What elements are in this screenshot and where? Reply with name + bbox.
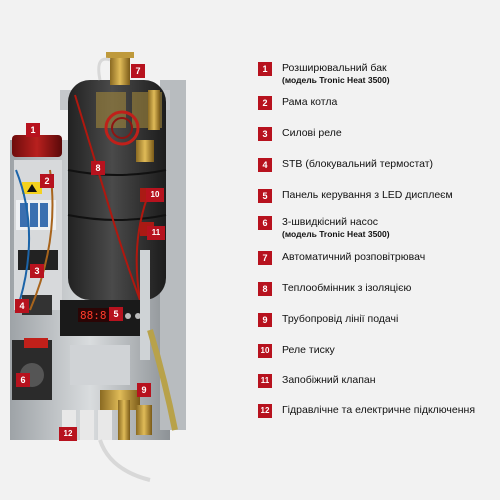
legend-label: Силові реле bbox=[282, 127, 342, 139]
legend-number: 4 bbox=[258, 158, 272, 172]
legend-label: Реле тиску bbox=[282, 344, 335, 356]
legend-label: Гідравлічне та електричне підключення bbox=[282, 404, 476, 416]
legend-item-8: 8 Теплообмінник з ізоляцією bbox=[258, 282, 411, 296]
callout-11: 11 bbox=[147, 226, 165, 240]
legend-label: Запобіжний клапан bbox=[282, 374, 376, 386]
legend-item-1: 1 Розширювальний бак(модель Tronic Heat … bbox=[258, 62, 390, 86]
legend-item-2: 2 Рама котла bbox=[258, 96, 337, 110]
legend-number: 2 bbox=[258, 96, 272, 110]
legend-item-12: 12 Гідравлічне та електричне підключення bbox=[258, 404, 475, 418]
callout-3: 3 bbox=[30, 264, 44, 278]
callout-10: 10 bbox=[146, 188, 164, 202]
legend-sublabel: (модель Tronic Heat 3500) bbox=[282, 75, 390, 85]
callout-6: 6 bbox=[16, 373, 30, 387]
legend-label: STB (блокувальний термостат) bbox=[282, 158, 434, 170]
legend-sublabel: (модель Tronic Heat 3500) bbox=[282, 229, 390, 239]
legend-item-10: 10 Реле тиску bbox=[258, 344, 335, 358]
callout-9: 9 bbox=[137, 383, 151, 397]
legend-number: 11 bbox=[258, 374, 272, 388]
callout-2: 2 bbox=[40, 174, 54, 188]
legend-label: Автоматичний розповітрювач bbox=[282, 251, 426, 263]
legend-label: Розширювальний бак bbox=[282, 62, 387, 74]
supply-line bbox=[140, 250, 150, 360]
boiler-drawing: 88:8 bbox=[10, 52, 186, 482]
boiler-illustration: 88:8 1 2 3 4 5 6 7 8 9 10 11 12 bbox=[10, 52, 186, 482]
legend-number: 10 bbox=[258, 344, 272, 358]
legend-label: Рама котла bbox=[282, 96, 338, 108]
legend-item-7: 7 Автоматичний розповітрювач bbox=[258, 251, 425, 265]
callout-5: 5 bbox=[109, 307, 123, 321]
callout-4: 4 bbox=[15, 299, 29, 313]
legend-number: 5 bbox=[258, 189, 272, 203]
air-vent bbox=[110, 55, 130, 85]
stb-thermostat bbox=[22, 295, 52, 315]
legend-item-9: 9 Трубопровід лінії подачі bbox=[258, 313, 398, 327]
legend-number: 3 bbox=[258, 127, 272, 141]
legend-item-3: 3 Силові реле bbox=[258, 127, 342, 141]
callout-12: 12 bbox=[59, 427, 77, 441]
legend-number: 8 bbox=[258, 282, 272, 296]
expansion-tank bbox=[12, 135, 62, 157]
led-readout: 88:8 bbox=[80, 309, 107, 322]
callout-7: 7 bbox=[131, 64, 145, 78]
legend-item-11: 11 Запобіжний клапан bbox=[258, 374, 376, 388]
callout-1: 1 bbox=[26, 123, 40, 137]
legend-item-6: 6 3-швидкісний насос(модель Tronic Heat … bbox=[258, 216, 390, 240]
callout-8: 8 bbox=[91, 161, 105, 175]
legend-number: 9 bbox=[258, 313, 272, 327]
legend-number: 7 bbox=[258, 251, 272, 265]
legend-item-5: 5 Панель керування з LED дисплеєм bbox=[258, 189, 453, 203]
legend-label: Панель керування з LED дисплеєм bbox=[282, 189, 453, 201]
legend-number: 1 bbox=[258, 62, 272, 76]
legend-item-4: 4 STB (блокувальний термостат) bbox=[258, 158, 433, 172]
legend-label: Теплообмінник з ізоляцією bbox=[282, 282, 412, 294]
legend-label: 3-швидкісний насос bbox=[282, 216, 379, 228]
legend-number: 6 bbox=[258, 216, 272, 230]
legend-number: 12 bbox=[258, 404, 272, 418]
legend-label: Трубопровід лінії подачі bbox=[282, 313, 399, 325]
heat-exchanger bbox=[68, 80, 166, 300]
